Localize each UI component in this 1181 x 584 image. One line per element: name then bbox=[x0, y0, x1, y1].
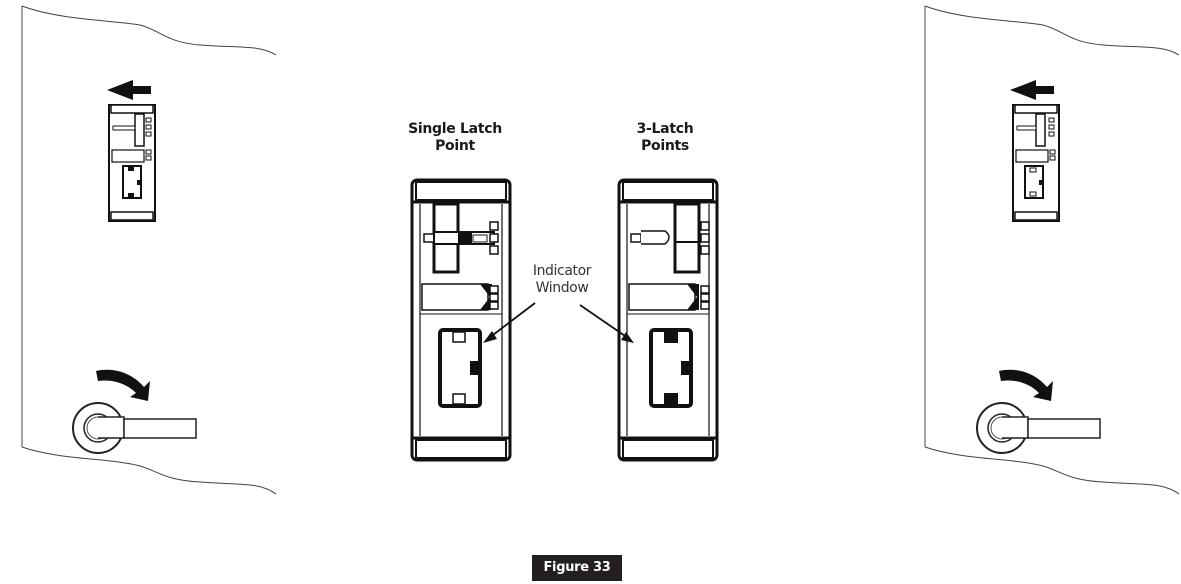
indicator-window-callout: Indicator Window bbox=[512, 263, 612, 297]
right-slide-arrow-icon bbox=[1010, 80, 1054, 100]
three-latch-title: 3-Latch Points bbox=[610, 121, 720, 155]
callout-line1: Indicator bbox=[532, 263, 592, 279]
single-latch-title: Single Latch Point bbox=[400, 121, 510, 155]
right-door-lever bbox=[976, 402, 1101, 454]
three-latch-title-line2: Points bbox=[641, 138, 689, 154]
right-rotate-arrow-icon bbox=[999, 369, 1053, 401]
single-latch-title-line2: Point bbox=[435, 138, 475, 154]
left-rotate-arrow-icon bbox=[96, 369, 150, 401]
left-door-lever bbox=[72, 402, 197, 454]
three-latch-title-line1: 3-Latch bbox=[636, 121, 694, 137]
callout-line2: Window bbox=[535, 280, 589, 296]
left-compact-lock bbox=[108, 104, 156, 222]
single-latch-lock-body bbox=[410, 178, 512, 462]
figure-label: Figure 33 bbox=[532, 555, 622, 581]
single-latch-title-line1: Single Latch bbox=[408, 121, 502, 137]
right-compact-lock bbox=[1012, 104, 1060, 222]
left-slide-arrow-icon bbox=[107, 80, 151, 100]
three-latch-lock-body bbox=[617, 178, 719, 462]
